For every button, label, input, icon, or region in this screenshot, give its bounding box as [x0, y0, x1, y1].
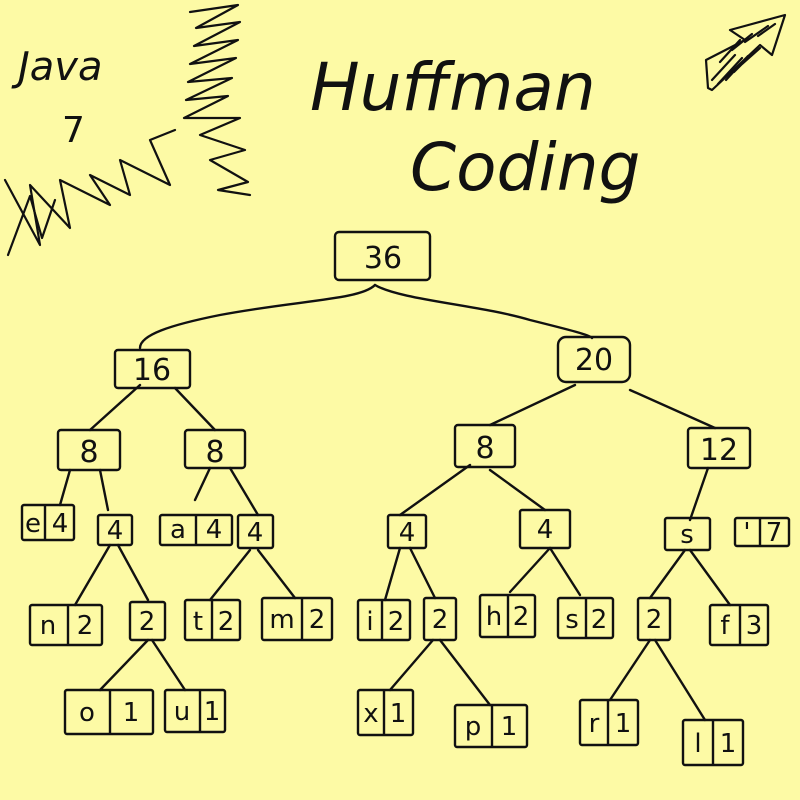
tree-node: 4 — [96, 513, 134, 547]
tree-leaf: e 4 — [20, 503, 76, 542]
tree-node: 2 — [128, 600, 167, 642]
svg-text:1: 1 — [204, 697, 221, 727]
tree-node: 8 — [56, 428, 122, 472]
svg-text:4: 4 — [52, 509, 69, 539]
svg-text:4: 4 — [247, 518, 264, 548]
svg-text:r: r — [589, 709, 600, 739]
svg-text:8: 8 — [79, 435, 98, 470]
svg-text:1: 1 — [390, 699, 407, 729]
svg-text:2: 2 — [388, 607, 405, 637]
svg-text:8: 8 — [475, 431, 494, 466]
tree-leaf: s 2 — [556, 596, 615, 640]
svg-text:n: n — [40, 611, 56, 641]
svg-text:l: l — [694, 729, 701, 759]
diagram-title-line1: Huffman — [310, 49, 596, 126]
tree-node: s — [663, 516, 712, 552]
svg-text:t: t — [193, 607, 203, 637]
tree-leaf: t 2 — [183, 598, 242, 642]
tree-node: 16 — [113, 348, 192, 390]
svg-text:2: 2 — [139, 607, 156, 637]
svg-text:p: p — [465, 712, 482, 742]
tree-node: 4 — [386, 513, 428, 550]
svg-text:a: a — [170, 515, 186, 545]
tree-leaf: ' 7 — [733, 516, 791, 548]
corner-label-version: 7 — [62, 110, 85, 151]
tree-leaf: x 1 — [356, 688, 415, 737]
svg-text:2: 2 — [646, 605, 663, 635]
tree-node: 8 — [453, 423, 517, 469]
tree-leaf: a 4 — [158, 513, 234, 547]
svg-text:20: 20 — [575, 343, 613, 378]
internal-nodes: 36 16 20 8 8 8 12 4 — [56, 230, 752, 642]
svg-text:3: 3 — [746, 611, 763, 641]
svg-text:1: 1 — [123, 698, 140, 728]
tree-leaf: o 1 — [63, 688, 155, 736]
tree-leaf: m 2 — [260, 596, 334, 642]
svg-text:4: 4 — [537, 515, 554, 545]
svg-text:': ' — [743, 518, 750, 548]
svg-text:2: 2 — [77, 611, 94, 641]
corner-label-java: Java — [11, 44, 103, 90]
tree-node-root: 36 — [333, 230, 432, 282]
svg-text:o: o — [79, 698, 95, 728]
sunburst-doodle-icon — [3, 3, 252, 257]
svg-text:2: 2 — [218, 607, 235, 637]
svg-text:16: 16 — [133, 353, 171, 388]
svg-text:m: m — [269, 605, 294, 635]
svg-text:h: h — [486, 602, 502, 632]
leaf-nodes: e 4 a 4 ' 7 n 2 t 2 — [20, 503, 791, 767]
svg-text:7: 7 — [766, 518, 783, 548]
svg-text:2: 2 — [591, 605, 608, 635]
svg-text:1: 1 — [720, 729, 737, 759]
tree-node: 12 — [686, 426, 752, 470]
svg-text:u: u — [174, 697, 190, 727]
tree-node: 2 — [636, 596, 672, 642]
tree-leaf: u 1 — [163, 688, 227, 734]
tree-node: 4 — [518, 508, 572, 550]
svg-text:8: 8 — [205, 435, 224, 470]
svg-text:2: 2 — [309, 605, 326, 635]
svg-text:s: s — [565, 605, 579, 635]
svg-text:4: 4 — [206, 515, 223, 545]
svg-text:x: x — [363, 699, 378, 729]
tree-node: 2 — [422, 596, 458, 642]
tree-leaf: p 1 — [453, 703, 529, 749]
tree-leaf: h 2 — [478, 593, 537, 639]
arrow-doodle-icon — [704, 13, 787, 92]
svg-text:1: 1 — [501, 712, 518, 742]
svg-text:s: s — [680, 520, 694, 550]
tree-edges — [58, 283, 732, 722]
tree-node: 20 — [556, 335, 632, 384]
svg-text:f: f — [720, 611, 730, 641]
svg-text:1: 1 — [615, 709, 632, 739]
tree-leaf: r 1 — [578, 698, 640, 747]
svg-text:i: i — [366, 607, 373, 637]
svg-text:2: 2 — [432, 605, 449, 635]
svg-text:4: 4 — [399, 518, 416, 548]
tree-node: 8 — [183, 428, 247, 470]
tree-leaf: l 1 — [681, 718, 745, 767]
svg-text:4: 4 — [107, 516, 124, 546]
svg-text:36: 36 — [364, 241, 402, 276]
tree-leaf: n 2 — [28, 603, 104, 647]
svg-text:12: 12 — [700, 433, 738, 468]
diagram-title-line2: Coding — [410, 129, 640, 206]
tree-node: 4 — [236, 513, 275, 550]
svg-text:2: 2 — [513, 602, 530, 632]
tree-leaf: i 2 — [356, 598, 412, 642]
svg-text:e: e — [25, 509, 41, 539]
tree-leaf: f 3 — [708, 603, 770, 647]
